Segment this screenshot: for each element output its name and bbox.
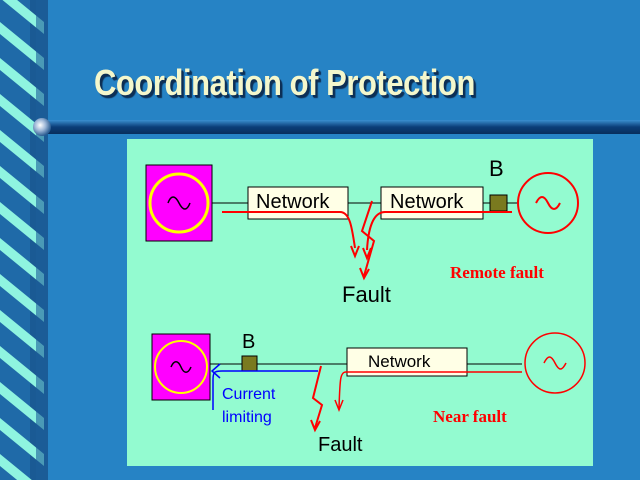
bottom-source-sine <box>543 356 567 370</box>
top-network-2-box <box>380 186 484 220</box>
bottom-fault-label: Fault <box>318 434 363 456</box>
slide-title: Coordination of Protection <box>94 62 475 103</box>
current-limiting-label-1: Current <box>222 386 276 403</box>
bottom-breaker <box>241 355 258 372</box>
top-generator-circle <box>148 172 210 234</box>
top-fault-arrowhead-1 <box>350 245 360 259</box>
bottom-fault-bolt-tip <box>310 419 321 433</box>
bottom-source-circle <box>524 332 586 394</box>
top-network-1-label: Network <box>256 191 330 213</box>
bottom-fault-bolt <box>311 365 324 429</box>
diamond-pattern <box>0 0 44 480</box>
top-fault-bolt-tip <box>359 267 370 281</box>
top-source-circle <box>517 172 579 234</box>
remote-fault-caption: Remote fault <box>450 263 544 282</box>
top-network-1-box <box>247 186 349 220</box>
top-fault-current-left <box>222 211 356 249</box>
current-limiting-arrowhead <box>210 363 221 379</box>
near-fault-current <box>338 371 522 409</box>
top-fault-arrowhead-2 <box>362 247 372 261</box>
top-network-2-label: Network <box>390 191 464 213</box>
bottom-diagram <box>151 332 586 433</box>
near-fault-arrowhead <box>334 399 344 413</box>
top-source-sine <box>535 196 561 210</box>
bottom-generator-circle <box>154 340 208 394</box>
top-breaker <box>489 194 508 212</box>
top-fault-label: Fault <box>342 282 391 307</box>
bottom-generator-sine <box>170 361 192 373</box>
title-underline <box>33 118 640 136</box>
current-limiting-label-2: limiting <box>222 409 272 426</box>
top-generator-sine <box>167 196 191 210</box>
top-breaker-label: B <box>489 156 504 181</box>
top-fault-bolt <box>360 200 376 277</box>
near-fault-caption: Near fault <box>433 407 507 426</box>
top-fault-current-right <box>366 211 512 251</box>
bottom-breaker-label: B <box>242 331 256 353</box>
top-diagram <box>145 164 579 281</box>
bottom-network-label: Network <box>368 352 431 371</box>
